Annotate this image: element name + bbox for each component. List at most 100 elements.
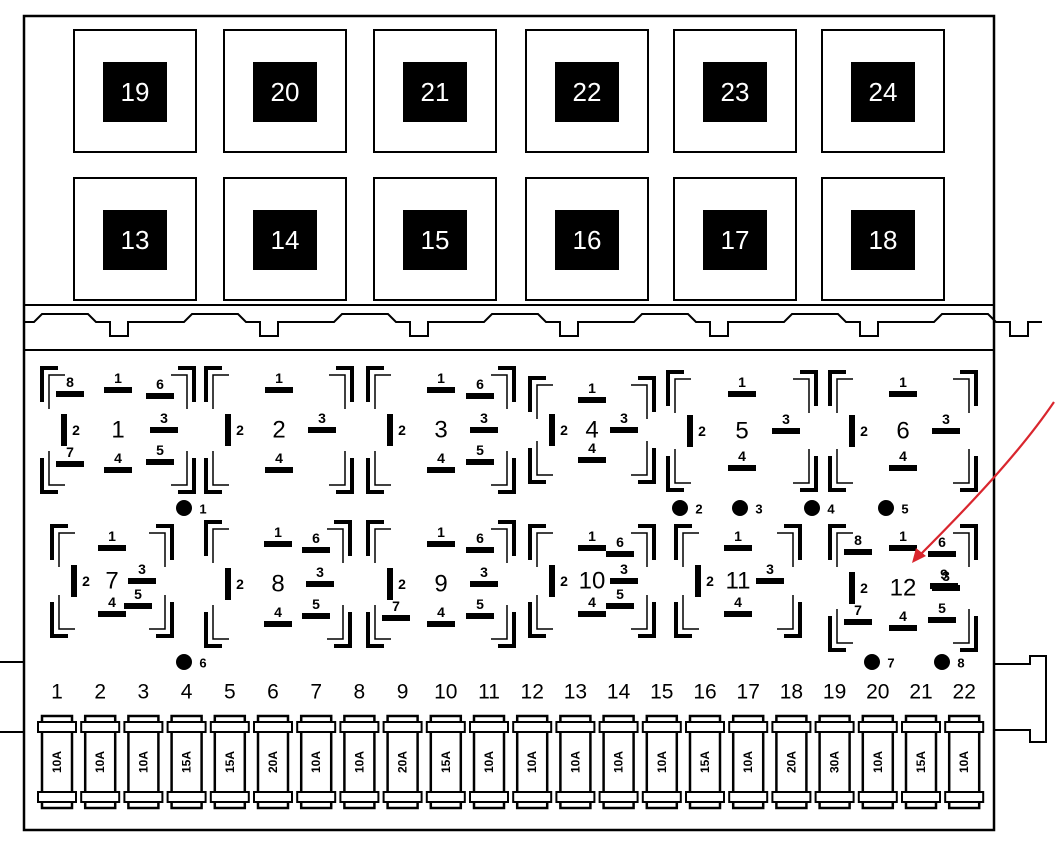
terminal-pad — [687, 415, 693, 447]
upper-relay-label: 13 — [121, 225, 150, 255]
socket-outline — [528, 524, 656, 638]
fuse-position-number: 1 — [51, 681, 63, 704]
fuse-top-cap — [857, 721, 898, 733]
relay-label-plate — [253, 62, 317, 122]
fuse-rating: 10A — [352, 751, 366, 773]
terminal-pad — [466, 547, 494, 553]
upper-relay-label: 15 — [421, 225, 450, 255]
terminal-number: 2 — [560, 573, 568, 589]
socket-inner-outline — [674, 378, 810, 484]
terminal-pad — [578, 611, 606, 617]
socket-label: 8 — [271, 571, 284, 598]
socket-outline — [366, 366, 516, 494]
socket-inner-outline — [212, 528, 344, 640]
upper-relay-label: 14 — [271, 225, 300, 255]
terminal-pad — [724, 545, 752, 551]
upper-relay: 18 — [821, 177, 945, 301]
terminal-number: 3 — [138, 561, 146, 577]
fuse-top-cap — [209, 721, 250, 733]
fuse-rating: 10A — [93, 751, 107, 773]
terminal-pad — [427, 387, 455, 393]
fuse-bottom-cap — [857, 791, 898, 803]
terminal-number: 5 — [134, 586, 142, 602]
terminal-pad — [930, 583, 958, 589]
terminal-pad — [466, 613, 494, 619]
upper-relay: 19 — [73, 29, 197, 153]
terminal-number: 4 — [734, 594, 742, 610]
terminal-number: 3 — [620, 410, 628, 426]
connector-label: 4 — [827, 502, 835, 517]
terminal-number: 1 — [738, 374, 746, 390]
relay-label-plate — [851, 62, 915, 122]
terminal-number: 3 — [942, 568, 950, 584]
fuse-top-cap — [425, 721, 466, 733]
terminal-number: 7 — [66, 444, 74, 460]
socket-inner-outline — [374, 528, 508, 640]
socket-inner-outline — [58, 532, 166, 630]
terminal-number: 2 — [860, 580, 868, 596]
terminal-number: 3 — [318, 410, 326, 426]
terminal-number: 4 — [738, 448, 746, 464]
fuse-rating: 15A — [914, 751, 928, 773]
connector-point: 1 — [176, 500, 207, 517]
socket-label: 4 — [585, 417, 598, 444]
terminal-number: 1 — [588, 380, 596, 396]
terminal-pad — [578, 397, 606, 403]
socket-inner-outline — [374, 374, 508, 486]
terminal-pad — [724, 611, 752, 617]
fuse: 20A — [382, 714, 423, 810]
terminal-number: 6 — [476, 376, 484, 392]
fuse-top-cap — [814, 721, 855, 733]
fuse-position-number: 13 — [564, 681, 587, 704]
terminal-pad — [728, 465, 756, 471]
socket-label: 11 — [726, 568, 751, 595]
terminal-pad — [306, 581, 334, 587]
connector-dot — [732, 500, 748, 516]
terminal-number: 4 — [437, 450, 445, 466]
terminal-pad — [889, 625, 917, 631]
socket-inner-outline — [836, 378, 970, 484]
terminal-pad — [146, 393, 174, 399]
connector-dot — [176, 500, 192, 516]
terminal-number: 2 — [398, 422, 406, 438]
terminal-number: 8 — [66, 374, 74, 390]
fuse-top-cap — [296, 721, 337, 733]
fuse-position-number: 17 — [737, 681, 760, 704]
fuse-bottom-cap — [469, 791, 509, 803]
connector-point: 3 — [732, 500, 763, 517]
fuse-position-number: 7 — [310, 681, 322, 704]
fuse-bottom-cap — [123, 791, 164, 803]
terminal-number: 1 — [437, 370, 445, 386]
upper-relay-label: 23 — [721, 77, 750, 107]
fuse-position-number: 10 — [434, 681, 457, 704]
terminal-pad — [150, 427, 178, 433]
upper-relay: 13 — [73, 177, 197, 301]
terminal-number: 3 — [480, 410, 488, 426]
fuse: 10A — [296, 714, 337, 810]
terminal-number: 1 — [274, 524, 282, 540]
fuse-bottom-cap — [555, 791, 596, 803]
terminal-number: 1 — [899, 528, 907, 544]
connector-point: 5 — [878, 500, 909, 517]
fuse-rating: 15A — [223, 751, 237, 773]
upper-relay: 15 — [373, 177, 497, 301]
upper-relay-label: 24 — [869, 77, 898, 107]
upper-relay-label: 16 — [573, 225, 602, 255]
fuse-rating: 20A — [266, 751, 280, 773]
connector-label: 1 — [199, 502, 206, 517]
fuse-position-number: 21 — [909, 681, 932, 704]
fuse-bottom-cap — [209, 791, 250, 803]
terminal-pad — [610, 578, 638, 584]
socket-label: 3 — [434, 417, 447, 444]
fuse-position-number: 19 — [823, 681, 846, 704]
relay-label-plate — [555, 62, 619, 122]
fuse-rating: 20A — [396, 751, 410, 773]
connector-label: 6 — [199, 656, 206, 671]
upper-relay-label: 19 — [121, 77, 150, 107]
fuse-rating: 15A — [698, 751, 712, 773]
fuse-bottom-cap — [382, 791, 423, 803]
fuse: 15A — [166, 714, 207, 810]
fuse: 30A — [814, 714, 855, 810]
